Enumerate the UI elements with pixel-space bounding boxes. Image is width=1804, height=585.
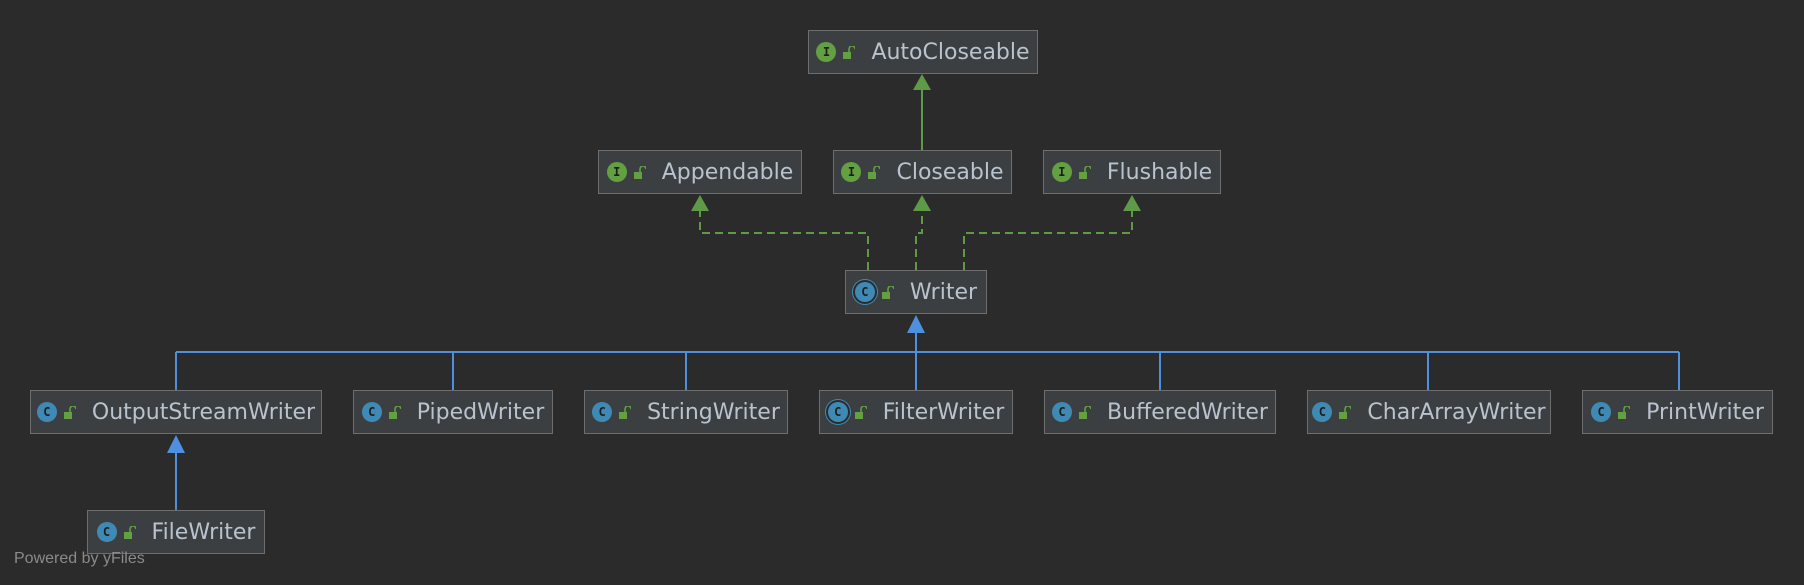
node-label: Closeable [896,159,1004,185]
node-filewriter[interactable]: C FileWriter [87,510,265,554]
node-label: AutoCloseable [871,39,1030,65]
node-writer[interactable]: C Writer [845,270,987,314]
unlock-icon [123,525,136,539]
unlock-icon [854,405,867,419]
node-label: Writer [909,279,978,305]
arrowhead-writer [907,315,925,333]
unlock-icon [1338,405,1352,419]
node-pipedwriter[interactable]: C PipedWriter [353,390,553,434]
node-label: Appendable [661,159,794,185]
node-label: PipedWriter [416,399,545,425]
edge-writer-flushable [963,210,1133,270]
unlock-icon [618,405,632,419]
unlock-icon [1078,165,1091,179]
unlock-icon [867,165,881,179]
node-label: OutputStreamWriter [91,399,316,425]
node-label: StringWriter [647,399,780,425]
class-icon: C [96,522,117,542]
unlock-icon [63,405,76,419]
node-closeable[interactable]: I Closeable [833,150,1012,194]
unlock-icon [842,45,856,59]
node-chararraywriter[interactable]: C CharArrayWriter [1307,390,1551,434]
unlock-icon [1078,405,1092,419]
arrowhead-appendable [691,195,709,211]
class-icon: C [1052,402,1073,422]
class-icon: C [361,402,382,422]
unlock-icon [881,285,894,299]
unlock-icon [633,165,646,179]
abstract-class-icon: C [854,282,875,302]
arrowhead-flushable [1123,195,1141,211]
interface-icon: I [1051,162,1072,182]
unlock-icon [1617,405,1631,419]
node-filterwriter[interactable]: C FilterWriter [819,390,1013,434]
interface-icon: I [606,162,627,182]
arrowhead-autocloseable [913,74,931,90]
powered-by-footer: Powered by yFiles [14,550,145,567]
arrowhead-outputstreamwriter [167,435,185,453]
node-autocloseable[interactable]: I AutoCloseable [808,30,1038,74]
node-printwriter[interactable]: C PrintWriter [1582,390,1773,434]
node-label: Flushable [1106,159,1213,185]
arrowhead-closeable [913,195,931,211]
node-label: BufferedWriter [1107,399,1268,425]
edge-writer-closeable [915,210,923,270]
node-outputstreamwriter[interactable]: C OutputStreamWriter [30,390,322,434]
interface-icon: I [816,42,837,62]
edge-writer-appendable [699,210,869,270]
node-stringwriter[interactable]: C StringWriter [584,390,788,434]
class-icon: C [1312,402,1333,422]
node-bufferedwriter[interactable]: C BufferedWriter [1044,390,1276,434]
abstract-class-icon: C [827,402,848,422]
interface-icon: I [841,162,862,182]
node-label: PrintWriter [1646,399,1764,425]
class-icon: C [1591,402,1612,422]
node-label: FilterWriter [882,399,1005,425]
node-appendable[interactable]: I Appendable [598,150,802,194]
node-label: CharArrayWriter [1367,399,1546,425]
node-label: FileWriter [151,519,256,545]
node-flushable[interactable]: I Flushable [1043,150,1221,194]
unlock-icon [388,405,401,419]
class-icon: C [36,402,57,422]
class-icon: C [592,402,613,422]
